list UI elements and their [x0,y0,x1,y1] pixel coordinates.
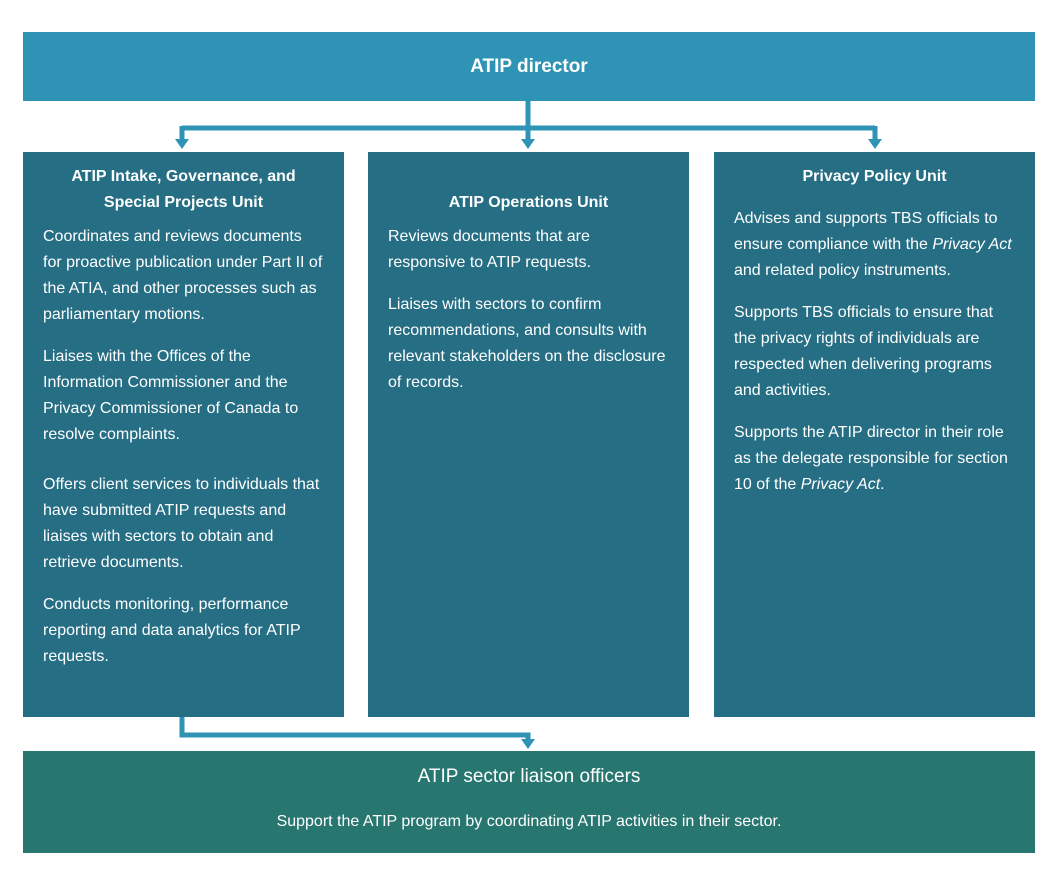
operations-arrowhead [521,139,535,149]
director-box: ATIP director [23,32,1035,101]
liaison-arrowhead [521,739,535,749]
sector-liaison-box: ATIP sector liaison officers Support the… [23,751,1035,853]
privacy-paragraph-3: Supports the ATIP director in their role… [734,424,1008,493]
intake-paragraph-3: Offers client services to individuals th… [43,476,320,571]
liaison-description: Support the ATIP program by coordinating… [276,813,782,830]
privacy-arrowhead [868,139,882,149]
privacy-policy-unit-box: Privacy Policy Unit Advises and supports… [714,152,1035,717]
privacy-unit-title: Privacy Policy Unit [802,168,947,185]
liaison-connector-line [179,717,531,740]
operations-paragraph-1: Reviews documents that are responsive to… [388,228,592,271]
privacy-paragraph-1: Advises and supports TBS officials to en… [734,210,1012,279]
intake-paragraph-4: Conducts monitoring, performance reporti… [43,596,301,665]
liaison-title: ATIP sector liaison officers [417,766,641,787]
operations-paragraph-2: Liaises with sectors to confirm recommen… [388,296,666,391]
director-title: ATIP director [470,55,588,77]
intake-governance-unit-box: ATIP Intake, Governance, and Special Pro… [23,152,344,717]
privacy-paragraph-2: Supports TBS officials to ensure that th… [734,304,994,399]
intake-unit-title: ATIP Intake, Governance, and Special Pro… [71,168,296,211]
operations-unit-box: ATIP Operations Unit Reviews documents t… [368,152,689,717]
operations-unit-title: ATIP Operations Unit [448,194,609,211]
intake-arrowhead [175,139,189,149]
intake-paragraph-2: Liaises with the Offices of the Informat… [43,348,299,443]
intake-paragraph-1: Coordinates and reviews documents for pr… [43,228,323,323]
